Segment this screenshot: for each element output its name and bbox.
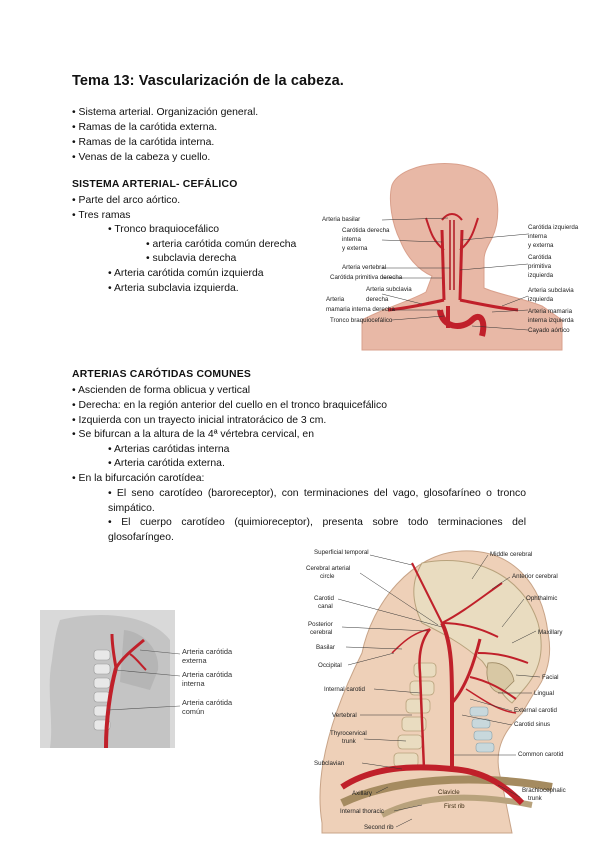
- section2-para: • El cuerpo carotídeo (quimioreceptor), …: [108, 517, 526, 543]
- label-ophthalmic: Ophthalmic: [526, 595, 558, 602]
- label-thyrocervical: Thyrocervical: [330, 730, 367, 737]
- label-clavicle: Clavicle: [438, 789, 460, 796]
- section1-line: • arteria carótida común derecha: [146, 239, 297, 250]
- label-right-carotid: Carótida derecha: [342, 227, 390, 234]
- label-right-common-carotid: Carótida primitiva derecha: [330, 274, 403, 281]
- label-left-carotid-3: y externa: [528, 242, 554, 249]
- label-middle-cerebral: Middle cerebral: [490, 551, 533, 558]
- section1-line: • Arteria subclavia izquierda.: [108, 283, 239, 294]
- section2-line: • En la bifurcación carotídea:: [72, 473, 205, 484]
- skull-illustration: [319, 550, 553, 834]
- section-heading-arterial: SISTEMA ARTERIAL- CEFÁLICO: [72, 179, 238, 190]
- section2-line: • Se bifurcan a la altura de la 4ª vérte…: [72, 429, 314, 440]
- label-arteria: Arteria: [326, 296, 345, 303]
- label-carotid-canal-2: canal: [318, 603, 333, 610]
- label-carotid-sinus: Carotid sinus: [514, 721, 551, 728]
- intro-item: • Venas de la cabeza y cuello.: [72, 152, 211, 163]
- label-right-carotid-3: y externa: [342, 245, 368, 252]
- label-brachiocephalic-en: Brachiocephalic: [522, 787, 566, 794]
- label-aortic-arch: Cayado aórtico: [528, 327, 570, 334]
- label-external-carotid-en: External carotid: [514, 707, 557, 714]
- head-neck-illustration: [361, 163, 563, 351]
- label-external-carotid: Arteria carótida: [182, 647, 233, 656]
- label-left-common-carotid: Carótida: [528, 254, 552, 261]
- intro-item: • Ramas de la carótida externa.: [72, 122, 218, 133]
- label-right-subclavian: Arteria subclavia: [366, 286, 412, 293]
- label-internal-carotid: Arteria carótida: [182, 670, 233, 679]
- label-common-carotid: Arteria carótida: [182, 698, 233, 707]
- label-basilar-en: Basilar: [316, 644, 335, 651]
- section2-line: • Izquierda con un trayecto inicial intr…: [72, 415, 327, 426]
- label-left-common-carotid-2: primitiva: [528, 263, 552, 270]
- figure-carotid-neck: Arteria carótida externa Arteria carótid…: [40, 610, 260, 750]
- label-maxillary: Maxillary: [538, 629, 563, 636]
- section1-line: • Tres ramas: [72, 210, 131, 221]
- label-superficial-temporal: Superficial temporal: [314, 549, 369, 556]
- section2-line: • Arteria carótida externa.: [108, 458, 225, 469]
- section2-line: • Arterias carótidas interna: [108, 444, 230, 455]
- label-external-carotid-2: externa: [182, 656, 207, 665]
- page-title: Tema 13: Vascularización de la cabeza.: [72, 73, 344, 89]
- label-thyrocervical-2: trunk: [342, 738, 356, 745]
- label-right-carotid-2: interna: [342, 236, 361, 243]
- figure-skull-arteries: Superficial temporal Cerebral arterial c…: [302, 543, 594, 839]
- label-brachiocephalic-en-2: trunk: [528, 795, 542, 802]
- label-axillary: Axillary: [352, 790, 372, 797]
- label-carotid-canal: Carotid: [314, 595, 334, 602]
- label-internal-carotid-2: interna: [182, 679, 205, 688]
- label-internal-carotid-en: Internal carotid: [324, 686, 365, 693]
- label-arterial-circle: Cerebral arterial: [306, 565, 351, 572]
- label-posterior-cerebral-2: cerebral: [310, 629, 333, 636]
- section2-line: • Ascienden de forma oblicua y vertical: [72, 385, 251, 396]
- label-occipital: Occipital: [318, 662, 342, 669]
- section2-para: • El seno carotídeo (baroreceptor), con …: [108, 488, 526, 514]
- label-derecha: derecha: [366, 296, 389, 303]
- section-heading-carotids: ARTERIAS CARÓTIDAS COMUNES: [72, 369, 251, 380]
- label-mammary-right: mamaria interna derecha: [326, 306, 395, 313]
- label-left-subclavian-2: izquierda: [528, 296, 554, 303]
- section1-line: • subclavia derecha: [146, 253, 237, 264]
- label-left-carotid: Carótida izquierda: [528, 224, 579, 231]
- label-arterial-circle-2: circle: [320, 573, 335, 580]
- label-posterior-cerebral: Posterior: [308, 621, 333, 628]
- intro-item: • Ramas de la carótida interna.: [72, 137, 215, 148]
- label-common-carotid-2: común: [182, 707, 205, 716]
- intro-list: • Sistema arterial. Organización general…: [72, 105, 258, 165]
- neck-illustration: [40, 610, 181, 749]
- label-brachiocephalic: Tronco braquiocefálico: [330, 317, 393, 324]
- label-common-carotid-en: Common carotid: [518, 751, 564, 758]
- label-left-mammary-2: interna izquierda: [528, 317, 574, 324]
- label-vertebral: Arteria vertebral: [342, 264, 387, 271]
- figure-cephalic-arteries: Arteria basilar Carótida derecha interna…: [322, 160, 594, 360]
- label-internal-thoracic: Internal thoracic: [340, 808, 385, 815]
- label-second-rib: Second rib: [364, 824, 394, 831]
- intro-item: • Sistema arterial. Organización general…: [72, 107, 259, 118]
- label-left-common-carotid-3: izquierda: [528, 272, 554, 279]
- section1-line: • Arteria carótida común izquierda: [108, 268, 264, 279]
- label-vertebral-en: Vertebral: [332, 712, 357, 719]
- label-subclavian-en: Subclavian: [314, 760, 345, 767]
- label-lingual: Lingual: [534, 690, 554, 697]
- section2-line: • Derecha: en la región anterior del cue…: [72, 400, 387, 411]
- label-anterior-cerebral: Anterior cerebral: [512, 573, 558, 580]
- label-first-rib: First rib: [444, 803, 465, 810]
- label-facial: Facial: [542, 674, 559, 681]
- label-left-carotid-2: interna: [528, 233, 547, 240]
- section1-line: • Tronco braquiocefálico: [108, 224, 220, 235]
- label-left-subclavian: Arteria subclavia: [528, 287, 574, 294]
- label-left-mammary: Arteria mamaria: [528, 308, 573, 315]
- section1-line: • Parte del arco aórtico.: [72, 195, 181, 206]
- label-basilar: Arteria basilar: [322, 216, 361, 223]
